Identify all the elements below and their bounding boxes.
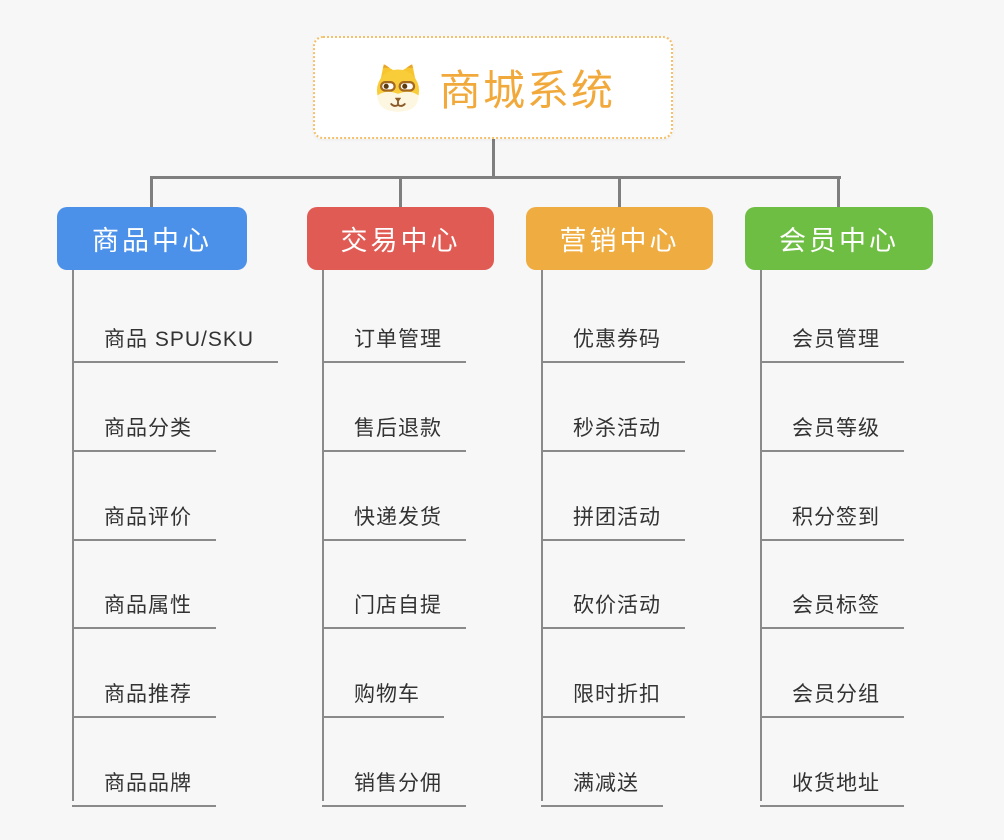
leaf-node[interactable]: 商品属性 [72,571,216,629]
leaf-node[interactable]: 限时折扣 [541,660,685,718]
leaf-node[interactable]: 快递发货 [322,483,466,541]
shiba-dog-icon [376,63,420,112]
branch-node-trade-center[interactable]: 交易中心 [307,207,494,270]
leaf-node[interactable]: 商品评价 [72,483,216,541]
column-connector-line [72,270,74,801]
connector-line [399,176,402,209]
leaf-node[interactable]: 收货地址 [760,749,904,807]
leaf-node[interactable]: 订单管理 [322,305,466,363]
leaf-node[interactable]: 会员等级 [760,394,904,452]
branch-node-product-center[interactable]: 商品中心 [57,207,247,270]
leaf-node[interactable]: 商品分类 [72,394,216,452]
branch-node-marketing-center[interactable]: 营销中心 [526,207,713,270]
root-connector-line [492,139,495,177]
column-connector-line [322,270,324,801]
leaf-node[interactable]: 积分签到 [760,483,904,541]
connector-line [618,176,621,209]
leaf-node[interactable]: 拼团活动 [541,483,685,541]
leaf-node[interactable]: 商品品牌 [72,749,216,807]
root-label: 商城系统 [438,67,615,114]
leaf-node[interactable]: 商品推荐 [72,660,216,718]
leaf-node[interactable]: 售后退款 [322,394,466,452]
branch-label: 营销中心 [559,226,680,256]
leaf-node[interactable]: 满减送 [541,749,663,807]
leaf-node[interactable]: 销售分佣 [322,749,466,807]
column-connector-line [760,270,762,801]
connector-line [837,176,840,209]
column-connector-line [541,270,543,801]
branch-connector-bar [151,176,841,179]
leaf-node[interactable]: 商品 SPU/SKU [72,305,279,363]
leaf-node[interactable]: 会员标签 [760,571,904,629]
leaf-node[interactable]: 优惠券码 [541,305,685,363]
branch-label: 交易中心 [340,226,461,256]
branch-node-member-center[interactable]: 会员中心 [745,207,933,270]
leaf-node[interactable]: 会员分组 [760,660,904,718]
branch-label: 会员中心 [779,226,899,256]
branch-label: 商品中心 [92,226,212,256]
leaf-node[interactable]: 砍价活动 [541,571,685,629]
leaf-node[interactable]: 会员管理 [760,305,904,363]
leaf-node[interactable]: 购物车 [322,660,444,718]
leaf-node[interactable]: 秒杀活动 [541,394,685,452]
leaf-node[interactable]: 门店自提 [322,571,466,629]
connector-line [150,176,153,209]
root-node[interactable]: 商城系统 [313,36,673,139]
